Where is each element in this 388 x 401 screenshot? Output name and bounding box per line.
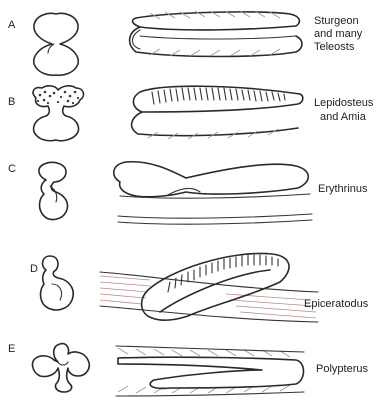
row-a-letter: A: [8, 19, 16, 31]
row-b-cellular-pattern: [37, 91, 79, 104]
row-c-label: Erythrinus: [318, 183, 368, 195]
row-a-cross-section: [34, 13, 79, 75]
row-a-label-line-3: Teleosts: [314, 41, 355, 53]
row-b-label-line-1: Lepidosteus: [314, 97, 374, 109]
row-d: D Epiceratodus: [30, 253, 369, 322]
row-a: A Sturgeon and many Teleosts: [8, 11, 363, 75]
row-b-label-line-2: and Amia: [320, 111, 367, 123]
row-c: C Erythrinus: [8, 162, 368, 224]
row-d-letter: D: [30, 263, 38, 275]
row-b: B Lepidosteus and Amia: [8, 86, 374, 141]
row-e-longitudinal-section: [118, 357, 304, 388]
row-d-label: Epiceratodus: [304, 298, 369, 310]
row-b-letter: B: [8, 96, 15, 108]
row-e-letter: E: [8, 343, 15, 355]
row-e: E Polypterus: [8, 343, 368, 396]
row-a-label-line-1: Sturgeon: [314, 15, 359, 27]
row-d-cross-section: [41, 256, 74, 310]
row-a-label-line-2: and many: [314, 28, 363, 40]
row-c-cross-section: [39, 162, 68, 219]
row-e-label: Polypterus: [316, 363, 368, 375]
row-c-letter: C: [8, 163, 16, 175]
row-e-cross-section: [33, 344, 90, 392]
row-c-longitudinal-section: [114, 162, 309, 197]
